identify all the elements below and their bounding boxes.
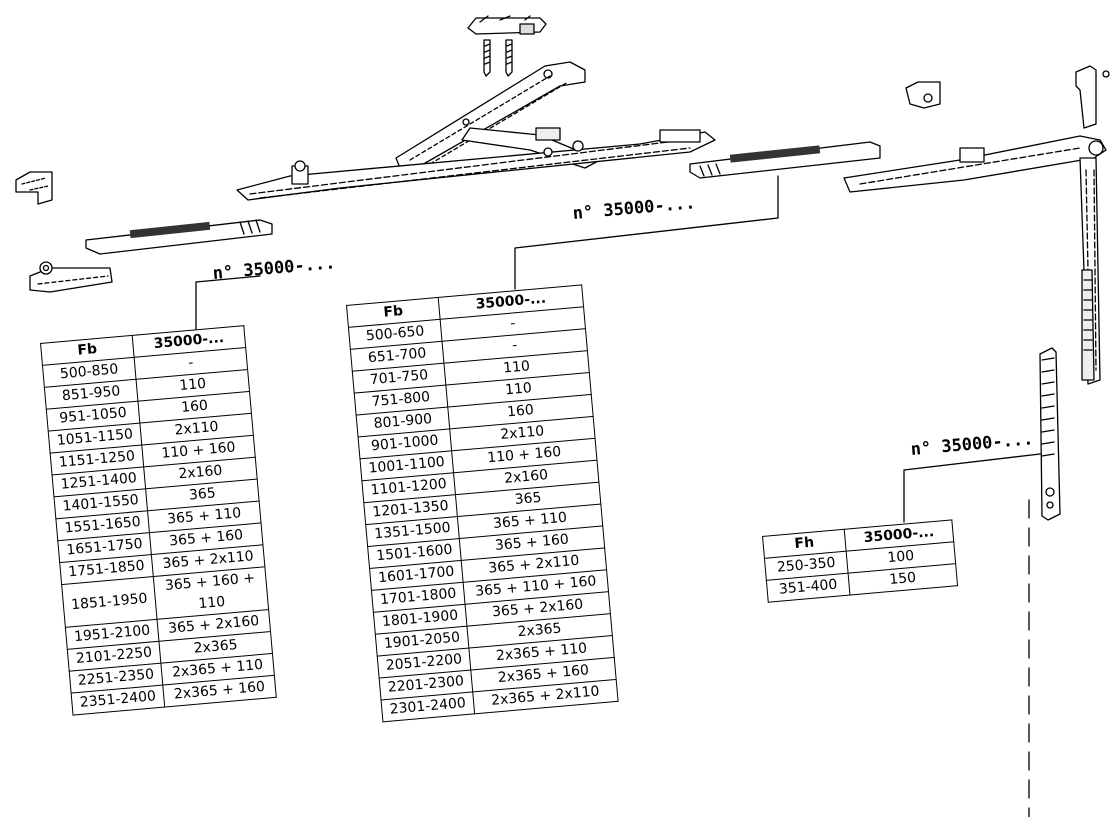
extension-bar-left xyxy=(85,219,273,255)
leader-line-middle xyxy=(514,175,779,290)
top-bracket-part xyxy=(467,15,547,35)
screws xyxy=(483,39,513,77)
left-lower-part xyxy=(29,261,113,293)
right-corner-assembly xyxy=(843,65,1110,385)
right-small-part xyxy=(905,81,941,109)
leader-line-left xyxy=(195,275,261,338)
main-rail xyxy=(236,129,716,201)
extension-bar-middle xyxy=(689,141,881,179)
left-corner-part xyxy=(15,171,53,205)
vertical-extension-bar xyxy=(1039,347,1061,521)
leader-line-right xyxy=(903,453,1041,523)
